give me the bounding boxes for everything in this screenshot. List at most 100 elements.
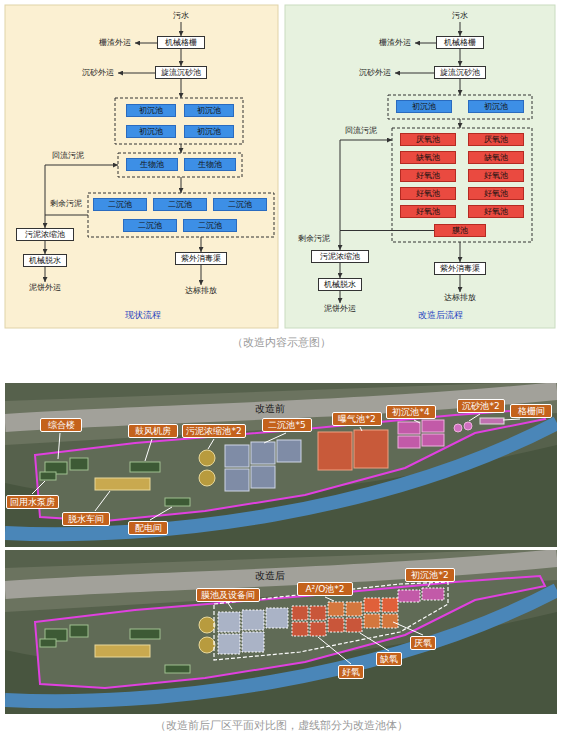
pool-before bbox=[354, 430, 388, 468]
pool-after bbox=[346, 602, 362, 616]
node-text: 好氧池 bbox=[416, 190, 440, 198]
node-text: 初沉池 bbox=[197, 107, 221, 115]
flow-arrow bbox=[45, 241, 46, 254]
node-text: 生物池 bbox=[140, 161, 164, 169]
tank-box: 好氧池 bbox=[400, 187, 456, 200]
leader-line bbox=[469, 414, 480, 421]
pool-after bbox=[242, 610, 264, 630]
tank-box: 生物池 bbox=[184, 158, 236, 171]
tank-box: 二沉池 bbox=[153, 198, 207, 211]
tank-box: 初沉池 bbox=[184, 104, 234, 117]
flow-label: 剩余污泥 bbox=[298, 235, 330, 243]
flow-arrow bbox=[395, 73, 434, 74]
callout-label: 曝气池*2 bbox=[332, 412, 382, 426]
leader-line bbox=[360, 633, 389, 651]
plan-map: 改造后初沉池*2A²/O池*2膜池及设备间厌氧缺氧好氧 bbox=[5, 550, 557, 714]
node-text: 沉砂外运 bbox=[82, 69, 114, 77]
callout-label: 初沉池*2 bbox=[405, 568, 455, 582]
callout-label: 配电间 bbox=[128, 521, 168, 535]
flow-arrow bbox=[340, 231, 341, 251]
tank-box: 二沉池 bbox=[123, 219, 177, 232]
leader-line bbox=[150, 507, 172, 520]
pool-after bbox=[328, 618, 344, 632]
node-text: 二沉池 bbox=[198, 222, 222, 230]
leader-line bbox=[318, 637, 351, 664]
callout-label: 回用水泵房 bbox=[6, 495, 59, 509]
flow-arrow bbox=[201, 237, 202, 252]
tank-box: 二沉池 bbox=[93, 198, 147, 211]
tank-box: 生物池 bbox=[126, 158, 178, 171]
node-text: 二沉池*5 bbox=[268, 421, 305, 430]
leader-line bbox=[95, 491, 110, 511]
flow-arrow bbox=[460, 49, 461, 66]
node-text: 污泥浓缩池*2 bbox=[186, 427, 241, 436]
illustration bbox=[5, 548, 557, 714]
pool-after bbox=[310, 622, 326, 636]
node-text: 厌氧池 bbox=[484, 136, 508, 144]
node-text: 好氧池 bbox=[416, 208, 440, 216]
tank-box: 好氧池 bbox=[468, 169, 524, 182]
node-text: 二沉池 bbox=[228, 201, 252, 209]
node-text: 回用水泵房 bbox=[10, 498, 55, 507]
node-text: 达标排放 bbox=[444, 294, 476, 302]
process-box: 紫外消毒渠 bbox=[175, 252, 227, 265]
callout-label: 好氧 bbox=[338, 665, 364, 679]
callout-label: 鼓风机房 bbox=[128, 424, 178, 438]
pool-after bbox=[242, 632, 264, 652]
pool-after bbox=[292, 606, 308, 620]
flow-text: 泥饼外运 bbox=[25, 282, 65, 294]
pool-after bbox=[422, 588, 444, 600]
pool-before bbox=[422, 434, 444, 446]
tank-box: 厌氧池 bbox=[400, 133, 456, 146]
callout-label: 初沉池*4 bbox=[386, 405, 436, 419]
node-text: 初沉池 bbox=[484, 103, 508, 111]
flow-label: 回流污泥 bbox=[345, 127, 377, 135]
pool-before bbox=[480, 418, 504, 424]
node-text: 缺氧池 bbox=[484, 154, 508, 162]
node-text: 好氧池 bbox=[484, 208, 508, 216]
node-text: 生物池 bbox=[198, 161, 222, 169]
pool-before bbox=[225, 469, 249, 491]
tank-box: 初沉池 bbox=[126, 104, 176, 117]
leader-line bbox=[264, 433, 286, 443]
pool-before bbox=[277, 440, 301, 462]
node-text: 机械格栅 bbox=[444, 39, 476, 47]
node-text: 栅渣外运 bbox=[379, 39, 411, 47]
leader-line bbox=[414, 420, 420, 423]
pool-after bbox=[218, 612, 240, 632]
process-box: 机械脱水 bbox=[318, 278, 362, 291]
callout-label: 综合楼 bbox=[40, 418, 82, 432]
tank-box: 好氧池 bbox=[400, 169, 456, 182]
process-box: 机械脱水 bbox=[23, 254, 67, 267]
flow-text: 沉砂外运 bbox=[355, 67, 395, 79]
node-text: 好氧 bbox=[342, 668, 360, 677]
illustration bbox=[5, 381, 557, 547]
leader-line bbox=[208, 439, 214, 449]
flow-arrow bbox=[181, 79, 182, 98]
pool-after bbox=[310, 606, 326, 620]
flow-text: 污水 bbox=[445, 10, 475, 22]
flow-text: 污水 bbox=[166, 10, 196, 22]
flow-arrow bbox=[45, 79, 460, 262]
tank-box: 厌氧池 bbox=[468, 133, 524, 146]
leader-line bbox=[228, 603, 232, 609]
pool-before bbox=[251, 466, 275, 488]
pool-after bbox=[382, 598, 398, 612]
node-text: 缺氧 bbox=[380, 655, 398, 664]
node-text: 紫外消毒渠 bbox=[440, 265, 480, 273]
pool-after bbox=[266, 608, 288, 628]
callout-label: 厌氧 bbox=[410, 636, 436, 650]
node-text: 旋流沉砂池 bbox=[440, 69, 480, 77]
dashed-group bbox=[392, 128, 532, 242]
node-text: 改造后 bbox=[255, 571, 285, 581]
node-text: 膜池及设备间 bbox=[201, 591, 255, 600]
process-box: 旋流沉砂池 bbox=[434, 66, 486, 79]
pool-after bbox=[382, 614, 398, 628]
callout-label: 污泥浓缩池*2 bbox=[182, 424, 246, 438]
illustration bbox=[40, 617, 215, 673]
panel-ground bbox=[5, 5, 278, 328]
node-text: 污水 bbox=[173, 12, 189, 20]
node-text: 二沉池 bbox=[138, 222, 162, 230]
caption: （改造内容示意图） bbox=[0, 336, 562, 349]
